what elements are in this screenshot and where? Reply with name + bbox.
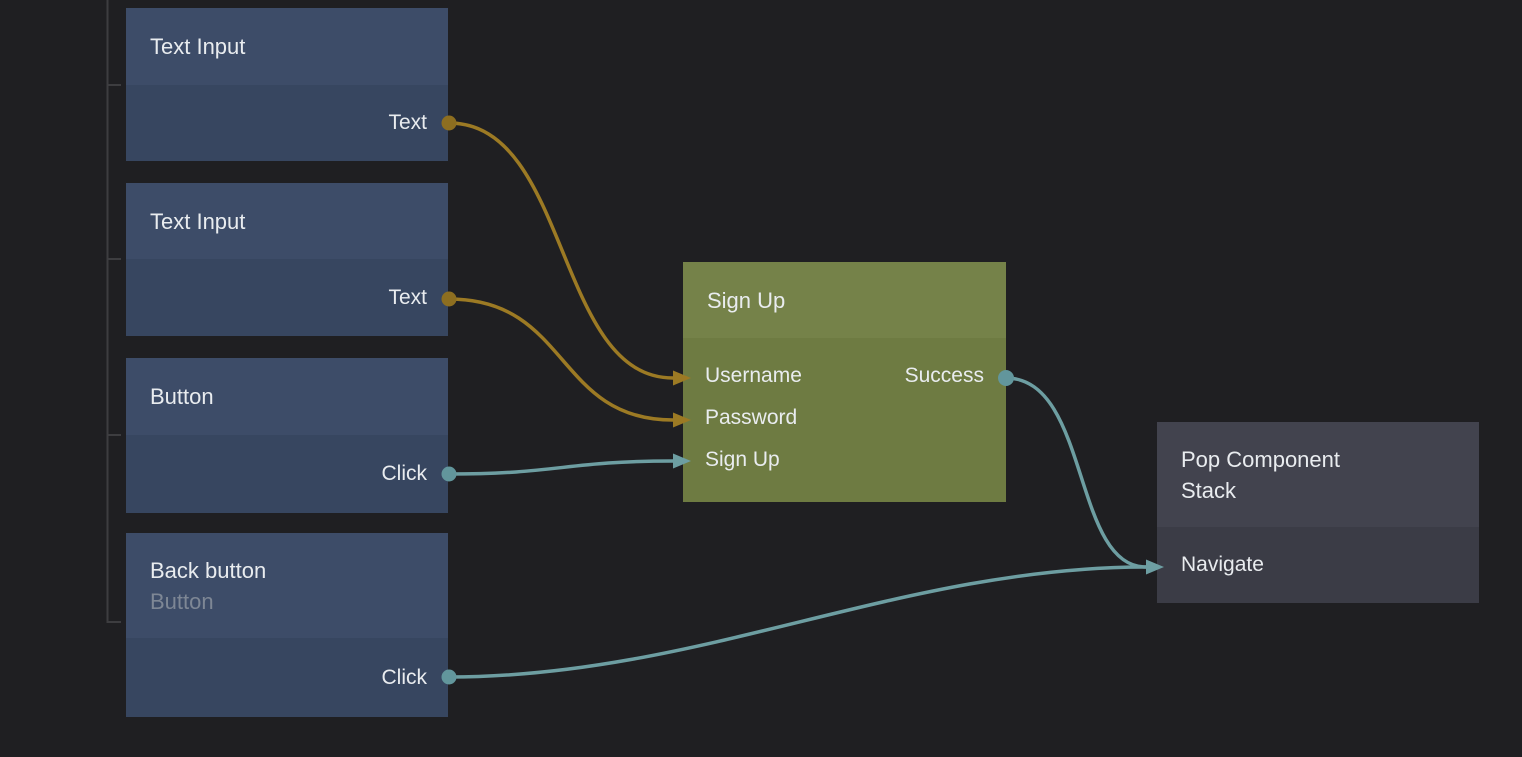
node-header[interactable]: Text Input (126, 183, 448, 259)
output-port-row[interactable]: Click (126, 638, 448, 717)
node-button[interactable]: Button Click (126, 358, 448, 513)
output-port-row[interactable]: Text (126, 259, 448, 336)
output-port-label-text: Text (388, 111, 427, 134)
node-body: Navigate (1157, 527, 1479, 603)
node-title: Text Input (150, 208, 246, 234)
output-port-label-text: Text (388, 285, 427, 309)
output-port-label-click: Click (381, 462, 428, 485)
node-header[interactable]: Sign Up (683, 262, 1006, 338)
node-text-input-1[interactable]: Text Input Text (126, 8, 448, 161)
node-title: Back button (150, 557, 267, 583)
node-header[interactable]: Pop Component Stack (1157, 422, 1479, 527)
edge-backclick-to-navigate[interactable] (447, 565, 1148, 679)
node-back-button[interactable]: Back button Button Click (126, 533, 448, 717)
offscreen-guide-line (106, 0, 121, 623)
node-header[interactable]: Back button Button (126, 533, 448, 638)
node-title: Pop Component Stack (1181, 446, 1340, 503)
port-row[interactable]: Password (683, 397, 1006, 439)
output-port-row[interactable]: Click (126, 435, 448, 513)
edge-text1-to-username[interactable] (447, 121, 675, 380)
node-header[interactable]: Text Input (126, 8, 448, 85)
edge-text2-to-password[interactable] (447, 297, 675, 422)
node-header[interactable]: Button (126, 358, 448, 435)
edge-success-to-navigate[interactable] (1004, 376, 1148, 569)
node-body: Click (126, 638, 448, 717)
output-port-label-click: Click (381, 665, 428, 689)
node-pop-component-stack[interactable]: Pop Component Stack Navigate (1157, 422, 1479, 603)
node-sign-up[interactable]: Sign Up Username Success Password Sign U… (683, 262, 1006, 502)
input-port-label-password: Password (705, 406, 798, 429)
input-port-row[interactable]: Navigate (1157, 527, 1479, 603)
output-port-row[interactable]: Text (126, 85, 448, 161)
edge-click-to-signup[interactable] (447, 459, 675, 476)
port-row[interactable]: Sign Up (683, 439, 1006, 481)
output-port-label-success: Success (904, 364, 984, 387)
node-body: Text (126, 259, 448, 336)
input-port-label-signup: Sign Up (705, 448, 780, 471)
node-body: Click (126, 435, 448, 513)
node-title: Sign Up (707, 287, 786, 313)
node-title: Button (150, 384, 214, 409)
node-body: Text (126, 85, 448, 161)
input-port-label-username: Username (705, 364, 802, 387)
node-body: Username Success Password Sign Up (683, 338, 1006, 502)
node-title: Text Input (150, 34, 246, 59)
input-port-label-navigate: Navigate (1181, 553, 1264, 576)
node-subtitle: Button (150, 588, 214, 614)
node-text-input-2[interactable]: Text Input Text (126, 183, 448, 336)
port-row[interactable]: Username Success (683, 355, 1006, 397)
